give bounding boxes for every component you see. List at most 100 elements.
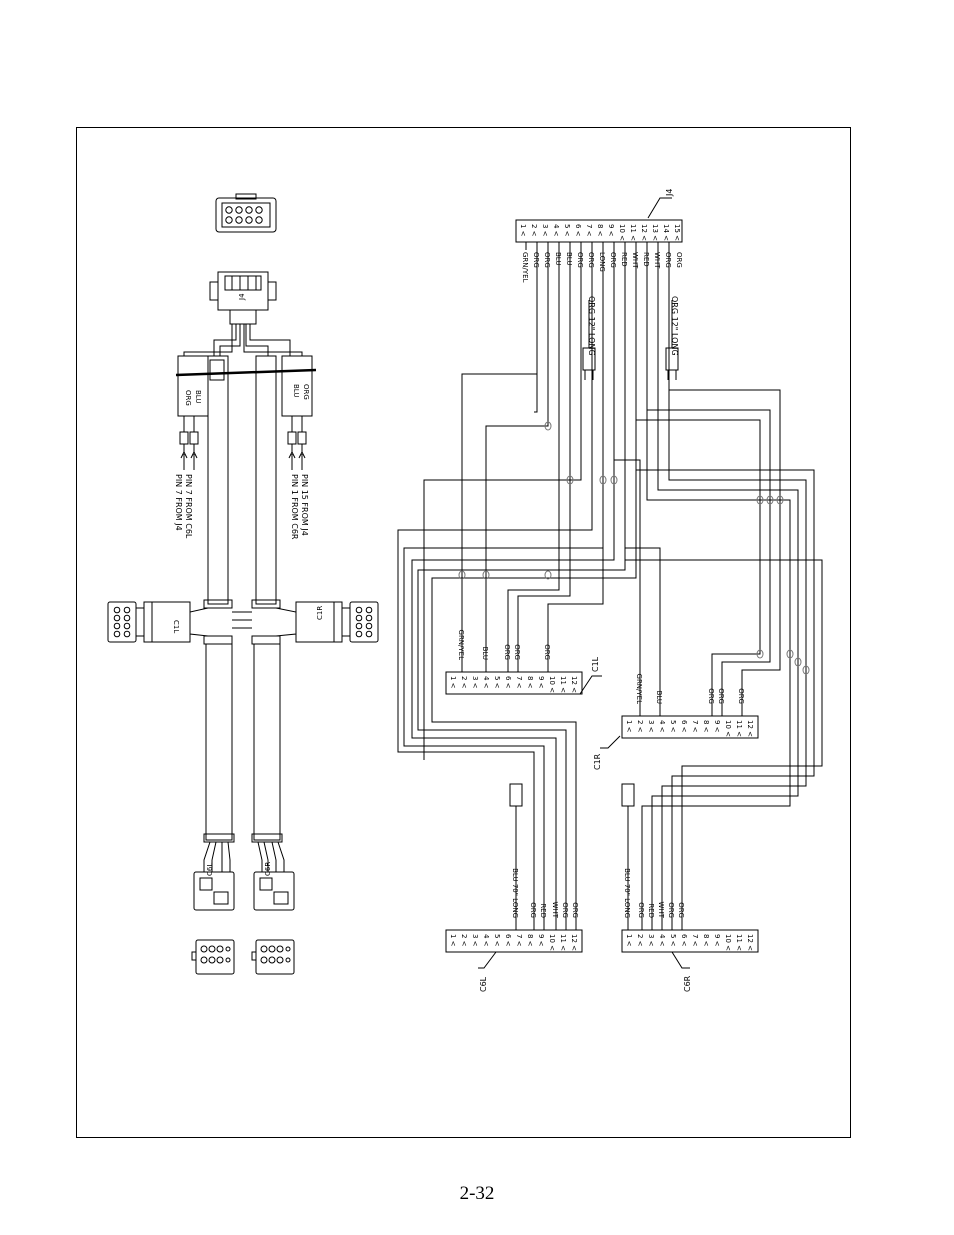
harness-j4-label: J4 xyxy=(238,293,246,301)
c6l-pin-11: 11 < xyxy=(559,934,567,951)
right-trunk-lower xyxy=(253,643,281,841)
wires-to-c1r xyxy=(534,300,781,690)
j4-pin-6: 6 < xyxy=(574,224,582,237)
c1r-wire-label: ORG xyxy=(717,688,725,704)
c6l-pin-8: 8 < xyxy=(526,934,534,947)
c1r-pin-10: 10 < xyxy=(724,720,732,737)
schematic-drawing xyxy=(397,197,823,969)
right-pigtails xyxy=(287,416,307,470)
pin-note-right-2: PIN 15 FROM J4 xyxy=(300,474,309,536)
pin-note-left-2: PIN 7 FROM C6L xyxy=(184,474,193,539)
harness-c1r-label: C1R xyxy=(316,606,324,620)
page-number: 2-32 xyxy=(459,1183,495,1204)
c6l-wire-label: ORG xyxy=(529,902,537,918)
c6l-wire-label: BLU 70" LONG xyxy=(511,868,519,918)
c6l-wire-label: ORG xyxy=(571,902,579,918)
left-sleeve-label-2: BLU xyxy=(194,390,202,403)
c1r-wire-label: BLU xyxy=(655,691,663,704)
c6r-pin-4: 4 < xyxy=(658,934,666,947)
c6r-leader xyxy=(671,951,690,969)
j4-pin-10: 10 < xyxy=(618,224,626,241)
c6l-wire-label: WHT xyxy=(551,902,559,919)
j4-wire-label: ORG xyxy=(576,252,584,268)
pin-note-right-1: PIN 1 FROM C6R xyxy=(290,474,299,540)
left-pigtails xyxy=(179,416,199,470)
left-sleeve-label-1: ORG xyxy=(184,390,192,406)
c1r-pin-9: 9 < xyxy=(713,720,721,733)
drawing-frame xyxy=(76,127,851,1138)
c1r-pin-4: 4 < xyxy=(658,720,666,733)
j4-wire-label: BLU xyxy=(554,252,562,265)
c6r-wire-label: BLU 70" LONG xyxy=(623,868,631,918)
c6l-pin-7: 7 < xyxy=(515,934,523,947)
c6r-label: C6R xyxy=(683,975,692,992)
c6-fanout xyxy=(203,841,285,872)
j4-wire-label: ORG xyxy=(675,252,683,268)
c6r-pin-11: 11 < xyxy=(735,934,743,951)
c1r-pin-12: 12 < xyxy=(746,720,754,737)
c1r-pin-1: 1 < xyxy=(625,720,633,733)
c6r-pin-strip xyxy=(621,929,759,953)
c6r-wire-label: WHT xyxy=(657,902,665,919)
c1l-pin-8: 8 < xyxy=(526,676,534,689)
wires-to-c6r xyxy=(624,300,823,900)
c6l-pin-3: 3 < xyxy=(471,934,479,947)
c1l-pin-10: 10 < xyxy=(548,676,556,693)
j4-wire-label: BLU xyxy=(565,252,573,265)
wires-to-c1l xyxy=(461,372,604,658)
j4-tail-label-2: ORG 12" LONG xyxy=(670,296,679,356)
j4-wire-label: GRN/YEL xyxy=(521,252,529,283)
j4-pin-11: 11 < xyxy=(629,224,637,241)
c6l-wire-label: ORG xyxy=(561,902,569,918)
c1r-pin-5: 5 < xyxy=(669,720,677,733)
c6l-pin-9: 9 < xyxy=(537,934,545,947)
j4-pin-strip xyxy=(515,219,683,243)
c6r-face xyxy=(251,939,295,975)
c1r-pin-7: 7 < xyxy=(691,720,699,733)
j4-pin-12: 12 < xyxy=(640,224,648,241)
c1l-wire-label: ORG xyxy=(543,644,551,660)
j4-plug-body xyxy=(209,271,277,325)
c1l-pin-12: 12 < xyxy=(570,676,578,693)
harness-c6r-label: C6R xyxy=(264,862,272,876)
c1l-wire-label: ORG xyxy=(503,644,511,660)
j4-connector-face xyxy=(215,193,277,233)
c6r-wire-label: ORG xyxy=(667,902,675,918)
c6r-wire-label: ORG xyxy=(637,902,645,918)
j4-pin-3: 3 < xyxy=(541,224,549,237)
j4-wire-label: WHT xyxy=(631,252,639,269)
c1l-pin-3: 3 < xyxy=(471,676,479,689)
c6l-leader xyxy=(478,951,497,969)
c1r-pin-strip xyxy=(621,715,759,739)
cable-tie xyxy=(175,368,317,377)
label-band xyxy=(209,359,225,381)
c6l-pin-10: 10 < xyxy=(548,934,556,951)
c1l-wire-label: GRN/YEL xyxy=(457,630,465,661)
j4-pin-13: 13 < xyxy=(651,224,659,241)
c6l-label: C6L xyxy=(479,976,488,992)
j4-pin-9: 9 < xyxy=(607,224,615,237)
j4-pin-4: 4 < xyxy=(552,224,560,237)
wires-to-c6l xyxy=(397,300,637,900)
c6r-pin-7: 7 < xyxy=(691,934,699,947)
c1-pin-stubs xyxy=(461,658,743,716)
j4-wire-label: ORG xyxy=(532,252,540,268)
j4-wire-label: RED xyxy=(642,252,650,267)
c6r-pin-9: 9 < xyxy=(713,934,721,947)
c6r-pin-2: 2 < xyxy=(636,934,644,947)
c6l-plug xyxy=(193,871,235,911)
c1r-wire-label: ORG xyxy=(707,688,715,704)
j4-wire-label: ORG xyxy=(543,252,551,268)
c6r-pin-6: 6 < xyxy=(680,934,688,947)
j4-tail-label-1: ORG 12" LONG xyxy=(587,296,596,356)
j4-pin-1: 1 < xyxy=(519,224,527,237)
j4-breakout-wires xyxy=(183,324,303,356)
c6r-wire-label: RED xyxy=(647,903,655,918)
c1l-pin-7: 7 < xyxy=(515,676,523,689)
right-sleeve xyxy=(281,355,313,417)
j4-wire-label: LONG xyxy=(598,252,606,272)
c1-junction xyxy=(107,599,379,645)
j4-pin-15: 15 < xyxy=(673,224,681,241)
c1l-pin-11: 11 < xyxy=(559,676,567,693)
